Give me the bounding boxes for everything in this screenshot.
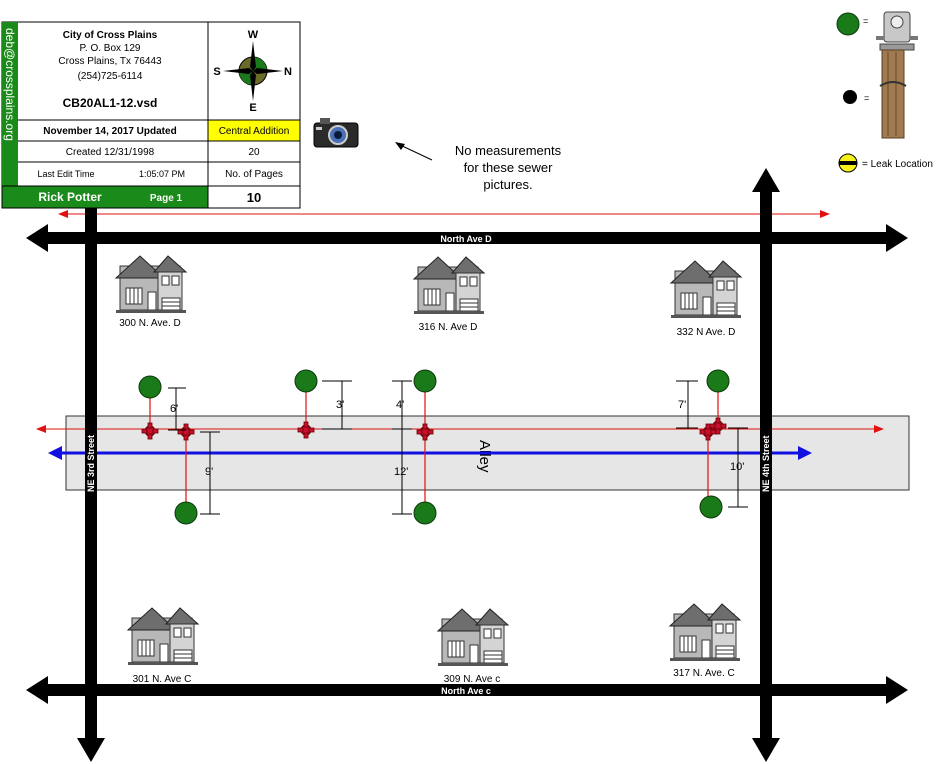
house-316 — [413, 256, 485, 315]
alley-label: Alley — [476, 440, 493, 473]
measurement-label: 3' — [336, 399, 344, 411]
meter-icon — [174, 501, 198, 525]
compass-label: S — [213, 66, 220, 78]
created-value: 20 — [248, 147, 260, 158]
compass-icon — [223, 41, 283, 101]
pole-marker-icon — [843, 90, 857, 104]
house-address: 316 N. Ave D — [419, 322, 478, 333]
email-vertical: deb@crossplains.org — [3, 28, 17, 141]
street-north-ave-d — [26, 224, 908, 252]
note-arrow — [395, 142, 433, 161]
meter-icon — [699, 495, 723, 519]
measurement-label: 6' — [170, 403, 178, 415]
note-line: No measurements — [455, 143, 562, 158]
file-name: CB20AL1-12.vsd — [63, 96, 158, 110]
last-edit-label: Last Edit Time — [37, 169, 94, 179]
street-ne-3rd — [77, 208, 105, 762]
meter-icon — [413, 501, 437, 525]
compass-label: W — [248, 29, 259, 41]
compass-label: E — [249, 102, 256, 114]
water-meter-picture-icon — [876, 11, 918, 51]
title-block — [1, 21, 301, 209]
meter-icon — [138, 375, 162, 399]
meter-icon — [836, 12, 860, 36]
house-332 — [670, 260, 742, 319]
updated-date: November 14, 2017 Updated — [43, 126, 176, 137]
page-number: Page 1 — [150, 193, 183, 204]
measurement-lines — [168, 380, 748, 515]
addition-name: Central Addition — [219, 126, 290, 137]
measurement-label: 4' — [396, 399, 404, 411]
pages-value: 10 — [247, 190, 261, 205]
street-north-ave-c — [26, 676, 908, 704]
author-name: Rick Potter — [38, 190, 102, 204]
house-address: 317 N. Ave. C — [673, 668, 735, 679]
sewer-main-line — [48, 446, 812, 460]
house-309 — [437, 608, 509, 667]
pages-label: No. of Pages — [225, 169, 283, 180]
last-edit-value: 1:05:07 PM — [139, 169, 185, 179]
po-box: P. O. Box 129 — [80, 43, 141, 54]
org-name: City of Cross Plains — [63, 30, 158, 41]
camera-icon[interactable] — [313, 118, 359, 148]
house-address: 300 N. Ave. D — [119, 318, 181, 329]
house-address: 301 N. Ave C — [133, 674, 192, 685]
street-label-north-ave-c: North Ave c — [441, 686, 491, 696]
measurement-label: 12' — [394, 466, 408, 478]
measurement-label: 10' — [730, 461, 744, 473]
utility-pole-icon — [879, 49, 907, 139]
legend-equals: = — [863, 16, 868, 26]
street-ne-4th — [752, 168, 780, 762]
street-label-north-ave-d: North Ave D — [440, 234, 492, 244]
alley-property-line — [36, 425, 884, 433]
city-state-zip: Cross Plains, Tx 76443 — [58, 56, 162, 67]
measurement-label: 9' — [205, 466, 213, 478]
top-property-line — [58, 210, 830, 218]
measurement-label: 7' — [678, 399, 686, 411]
meter-icon — [294, 369, 318, 393]
created-date: Created 12/31/1998 — [66, 147, 155, 158]
street-label-ne-3rd: NE 3rd Street — [86, 435, 96, 492]
water-meters — [138, 369, 730, 525]
leak-icon — [838, 153, 858, 173]
house-address: 332 N Ave. D — [677, 327, 736, 338]
legend: = = = Leak Location — [836, 11, 933, 173]
legend-equals: = — [864, 93, 869, 103]
house-317 — [669, 603, 741, 662]
house-301 — [127, 607, 199, 666]
house-300 — [115, 255, 187, 314]
note-line: for these sewer — [464, 160, 554, 175]
leak-label: = Leak Location — [862, 159, 933, 170]
phone: (254)725-6114 — [78, 71, 143, 82]
meter-icon — [706, 369, 730, 393]
meter-icon — [413, 369, 437, 393]
note-line: pictures. — [483, 177, 532, 192]
compass-label: N — [284, 66, 292, 78]
street-label-ne-4th: NE 4th Street — [761, 435, 771, 492]
house-address: 309 N. Ave c — [444, 674, 501, 685]
